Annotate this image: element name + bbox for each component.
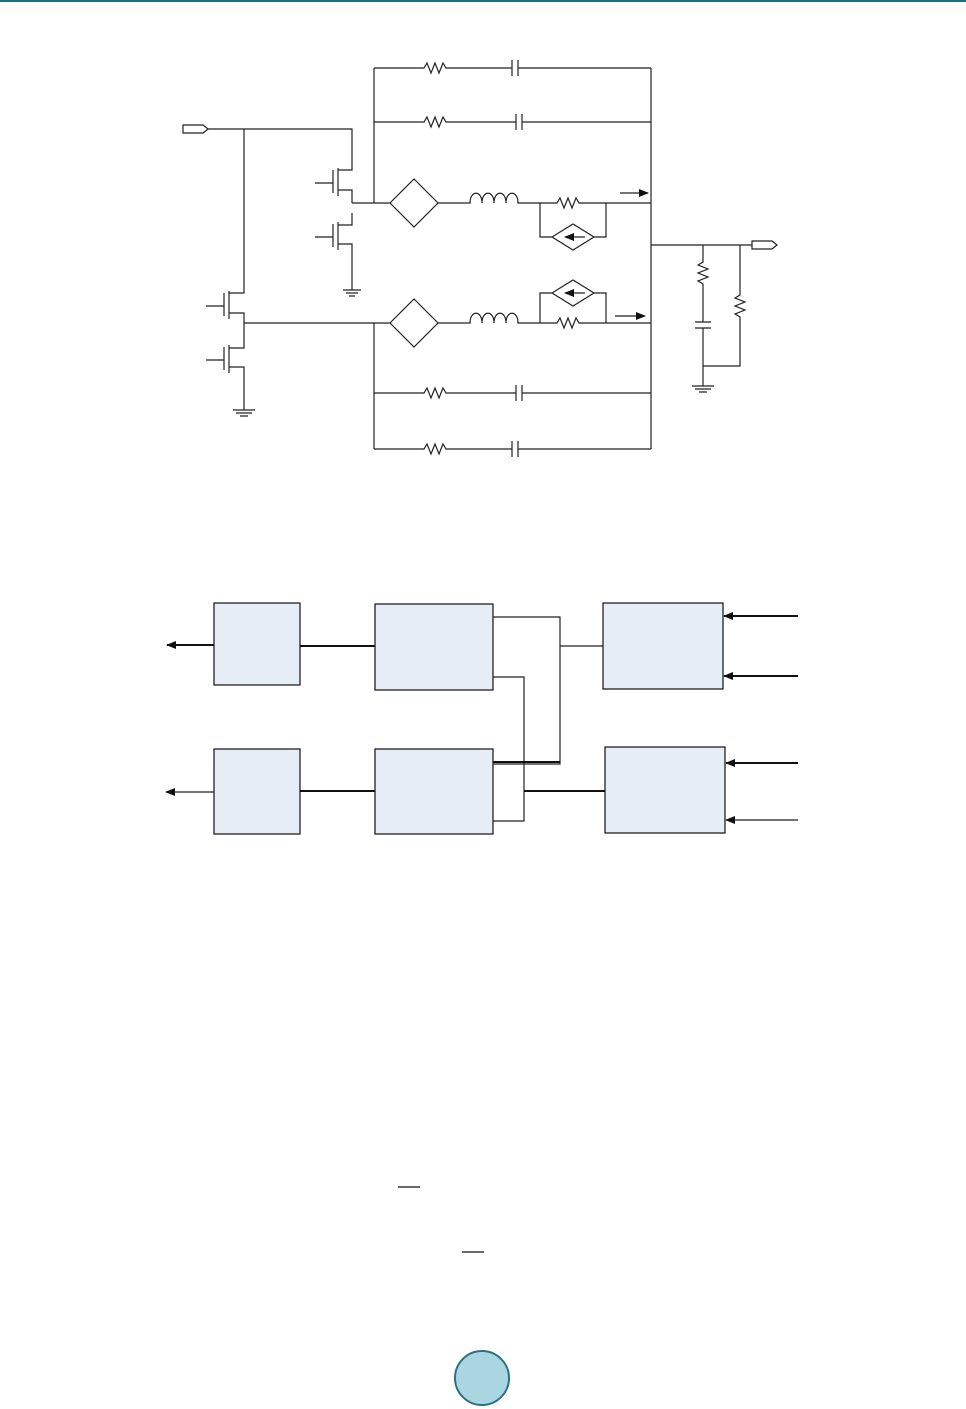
ground-icon [343, 289, 361, 297]
block-left-top [213, 602, 301, 686]
ground-icon [233, 409, 255, 417]
equation-area [398, 1186, 484, 1253]
page-number [456, 1352, 508, 1404]
output-load [651, 240, 778, 393]
block-right-bottom [604, 746, 726, 834]
circuit-schematic [182, 60, 778, 457]
block-mid-bottom [374, 748, 494, 835]
input-port-icon [182, 124, 209, 134]
dependent-source-icon [389, 298, 439, 348]
current-source-icon [550, 279, 596, 307]
current-source-icon [550, 223, 596, 251]
ground-icon [692, 385, 714, 393]
page-top-rule [0, 0, 966, 2]
rc-branch [374, 385, 651, 457]
block-right-top [602, 602, 724, 690]
lower-path [389, 279, 651, 348]
output-port-icon [751, 240, 778, 250]
lower-transistor-pair [206, 290, 390, 417]
block-mid-top [374, 603, 494, 691]
page-number-badge [454, 1350, 510, 1406]
upper-path [389, 178, 651, 251]
upper-transistor-pair [315, 162, 390, 297]
dependent-source-icon [389, 178, 439, 228]
block-diagram [165, 602, 798, 835]
rc-branch [374, 60, 651, 130]
block-left-bottom [213, 748, 301, 835]
